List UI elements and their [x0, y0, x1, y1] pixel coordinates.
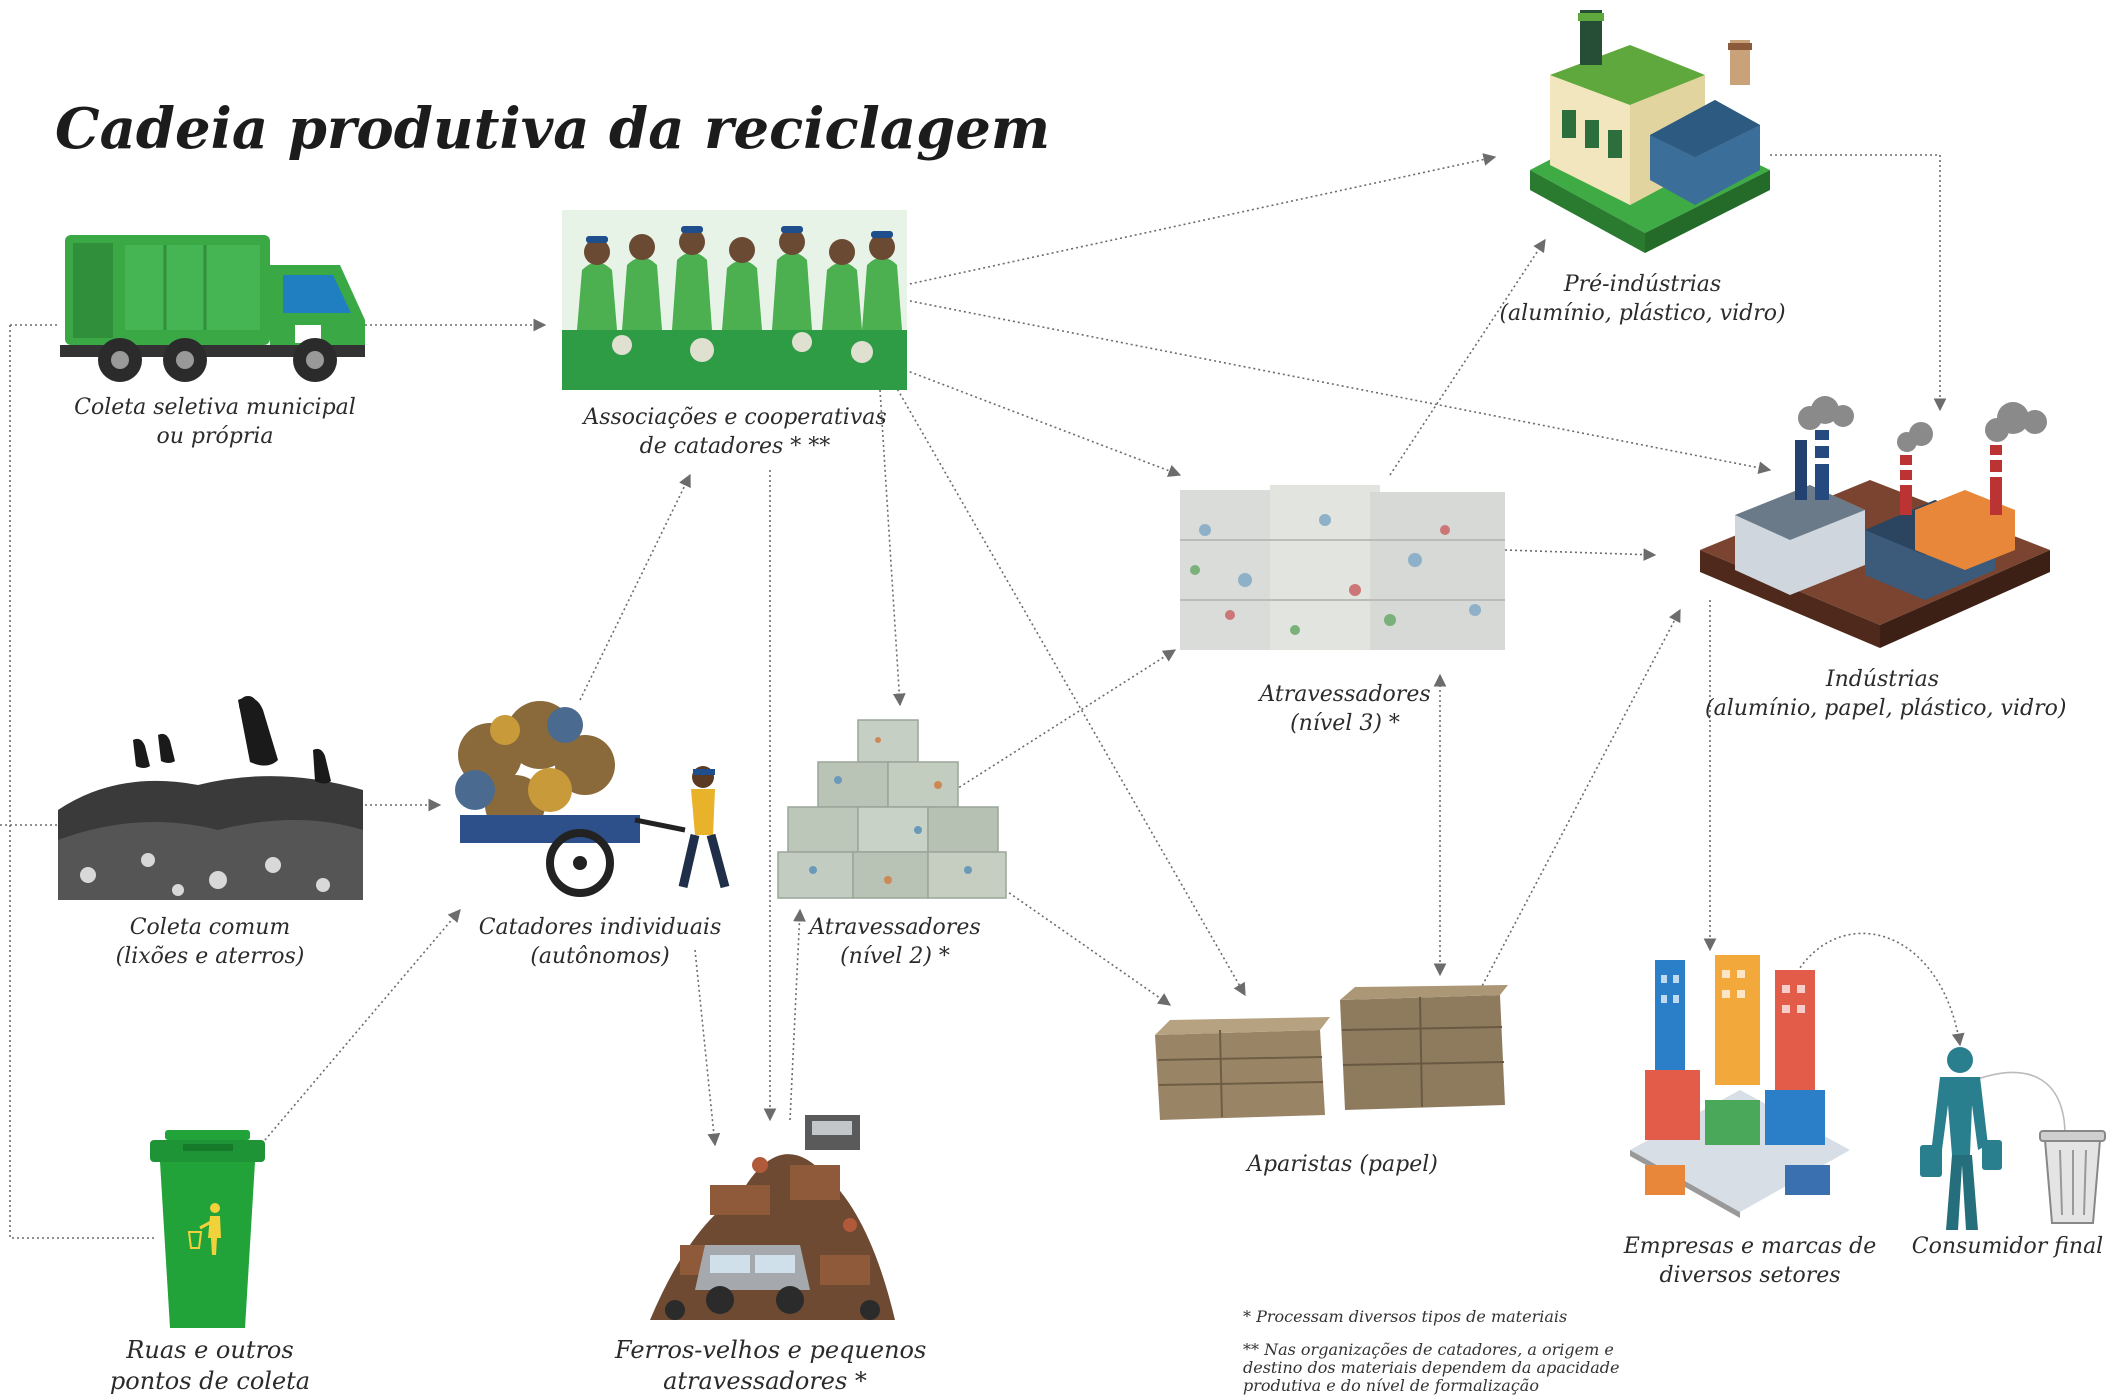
label-catadores-individuais: Catadores individuais (autônomos): [478, 915, 722, 969]
label-coleta-comum: Coleta comum (lixões e aterros): [115, 915, 305, 969]
connector-atrav3-to-industrias: [1504, 548, 1657, 562]
footnote-1: * Processam diversos tipos de materiais: [1243, 1307, 1568, 1326]
bale-stack-icon: [777, 719, 1007, 899]
small-factory-icon: [1530, 10, 1770, 253]
connector-associacoes-to-preind: [904, 153, 1497, 286]
trash-can-icon: [2039, 1130, 2106, 1224]
label-atravessadores-2: Atravessadores (nível 2) *: [809, 915, 981, 969]
person-disposing-icon: [187, 1203, 221, 1255]
node-associacoes: [562, 210, 907, 390]
label-pre-industrias: Pré-indústrias (alumínio, plástico, vidr…: [1499, 272, 1786, 326]
large-factory-icon: [1700, 396, 2050, 648]
label-atravessadores-3: Atravessadores (nível 3) *: [1259, 682, 1431, 736]
label-coleta-seletiva: Coleta seletiva municipal ou própria: [74, 395, 356, 449]
scrap-pile-icon: [650, 1115, 895, 1320]
connector-associacoes-to-aparistas: [894, 384, 1246, 997]
node-pre-industrias: [1510, 5, 1775, 260]
node-ferros-velhos: [650, 1105, 895, 1330]
garbage-truck-icon: [60, 235, 365, 382]
node-coleta-seletiva: [55, 225, 370, 385]
paper-bales-icon: [1155, 985, 1508, 1120]
connector-associacoes-to-industrias: [904, 299, 1772, 475]
label-consumidor: Consumidor final: [1911, 1234, 2104, 1259]
connector-preind-to-industrias: [1770, 154, 1947, 412]
connector-aparistas-to-industrias: [1479, 608, 1681, 991]
large-bales-icon: [1180, 485, 1505, 650]
node-coleta-comum: [58, 690, 363, 900]
node-industrias: [1695, 396, 2055, 660]
node-consumidor: [1900, 1045, 2115, 1235]
consumer-icon: [1920, 1047, 2106, 1230]
connector-ferros-to-atrav2: [789, 908, 806, 1121]
landfill-icon: [58, 696, 363, 900]
label-empresas: Empresas e marcas de diversos setores: [1623, 1234, 1877, 1288]
connector-atrav2-to-atrav3: [954, 649, 1177, 791]
label-associacoes: Associações e cooperativas de catadores …: [583, 405, 887, 459]
footnote-2: ** Nas organizações de catadores, a orig…: [1243, 1340, 1620, 1395]
connector-bin-to-catadores: [264, 909, 461, 1141]
node-ruas: [145, 1130, 270, 1330]
label-industrias: Indústrias (alumínio, papel, plástico, v…: [1705, 667, 2067, 721]
node-aparistas: [1150, 985, 1510, 1130]
connector-atrav3-to-preind: [1389, 238, 1546, 476]
label-ruas: Ruas e outros pontos de coleta: [109, 1336, 311, 1395]
sorting-workers-icon: [562, 210, 907, 390]
waste-cart-icon: [455, 701, 730, 897]
connector-atrav2-to-aparistas: [1004, 889, 1172, 1006]
connector-catadores-to-associacoes: [579, 473, 691, 701]
recycling-bin-icon: [150, 1130, 265, 1328]
page-title: Cadeia produtiva da reciclagem: [55, 95, 1051, 162]
node-atravessadores-3: [1175, 470, 1510, 655]
label-aparistas: Aparistas (papel): [1247, 1152, 1438, 1177]
label-ferros-velhos: Ferros-velhos e pequenos atravessadores …: [615, 1336, 927, 1395]
connector-associacoes-to-atrav3: [904, 369, 1182, 477]
node-atravessadores-2: [777, 719, 1008, 900]
city-buildings-icon: [1630, 955, 1850, 1218]
node-catadores-individuais: [445, 695, 730, 900]
node-empresas: [1625, 950, 1855, 1220]
